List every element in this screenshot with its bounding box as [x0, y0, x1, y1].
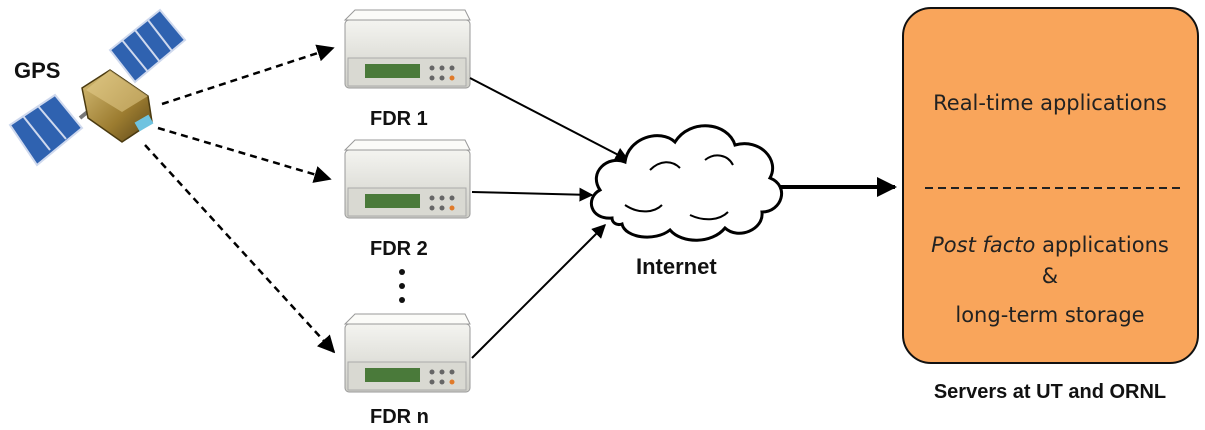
postfacto-italic: Post facto: [931, 233, 1035, 257]
fdr-screen: [365, 368, 420, 382]
solar-panel-lower: [8, 93, 84, 167]
gps-arrow-fdr2: [157, 126, 332, 183]
fdr-device-1: [343, 9, 471, 89]
servers-caption: Servers at UT and ORNL: [934, 381, 1166, 403]
gps-arrow-fdrn: [144, 144, 336, 354]
internet-cloud-icon: [589, 124, 783, 242]
gps-arrow-fdr1: [161, 44, 335, 106]
postfacto-apps-text: Post facto applications: [931, 233, 1169, 257]
gps-label: GPS: [14, 58, 60, 83]
fdr-device-2: [343, 139, 471, 219]
ampersand-text: &: [1042, 264, 1058, 288]
realtime-apps-text: Real-time applications: [933, 91, 1167, 115]
fdr-screen: [365, 194, 420, 208]
fdr-screen: [365, 64, 420, 78]
postfacto-rest: applications: [1035, 233, 1168, 257]
servers-box: [902, 7, 1199, 364]
fdr-to-internet-arrows: [469, 77, 630, 359]
gps-satellite-icon: [8, 8, 187, 167]
ellipsis-dots: [399, 269, 405, 303]
fdr2-arrow-internet: [471, 187, 594, 202]
fdr-2-label: FDR 2: [370, 238, 428, 260]
fdr-n-label: FDR n: [370, 406, 429, 428]
fdr-device-n: [343, 313, 471, 393]
gps-to-fdr-arrows: [144, 44, 336, 354]
satellite-body: [81, 69, 154, 143]
solar-panel-upper: [108, 8, 187, 84]
fdr1-arrow-internet: [469, 77, 630, 161]
fdr-1-label: FDR 1: [370, 108, 428, 130]
internet-label: Internet: [636, 254, 717, 279]
storage-text: long-term storage: [955, 303, 1144, 327]
fdrn-arrow-internet: [471, 224, 606, 359]
